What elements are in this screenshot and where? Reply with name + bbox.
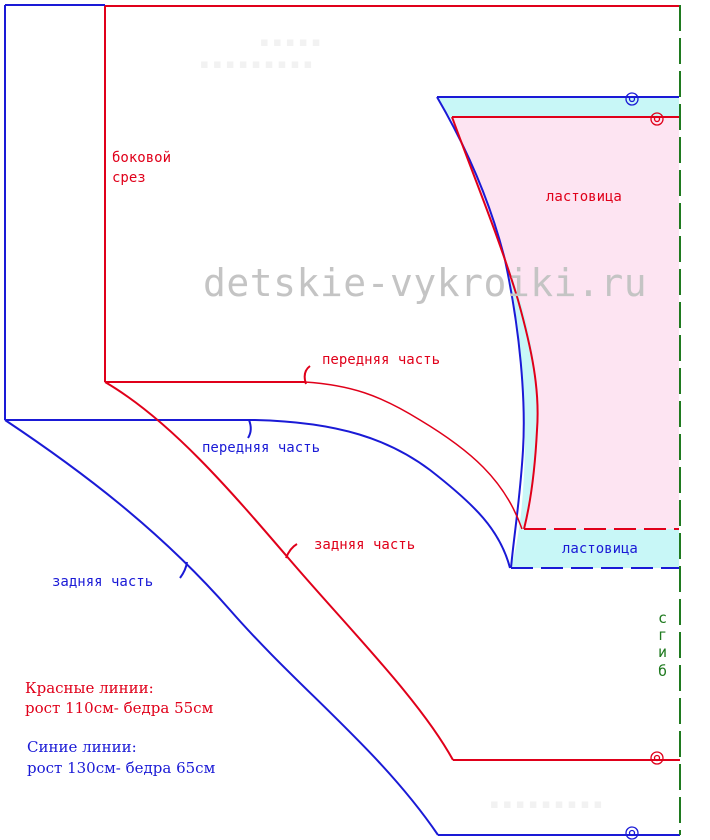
label-back-part-blue: задняя часть (52, 574, 153, 590)
faint-note-bottom: ▪ ▪ ▪ ▪ ▪ ▪ ▪ ▪ ▪ (490, 797, 602, 812)
blue-size-outline (4, 4, 680, 836)
blue-back-curve (4, 419, 439, 836)
gusset-red-fill (452, 117, 679, 529)
fold-letter-1: с (658, 609, 667, 627)
fold-letter-4: б (658, 662, 667, 680)
double-circle-icon (625, 92, 639, 106)
blue-gusset-side (436, 96, 525, 569)
red-size-outline (104, 5, 680, 761)
red-front-notch (303, 365, 311, 385)
legend-blue-size: рост 130см- бедра 65см (27, 759, 216, 777)
double-circle-icon (625, 826, 639, 840)
label-front-part-blue: передняя часть (202, 440, 320, 456)
label-gusset-red: ластовица (546, 189, 622, 205)
faint-note-top: ▪ ▪ ▪ ▪ ▪ ▪ ▪ ▪ ▪ (200, 57, 312, 72)
fold-letter-2: г (658, 626, 667, 644)
label-side-seam-line2: срез (112, 170, 146, 186)
watermark: detskie-vykroiki.ru (203, 261, 647, 305)
blue-front-crotch-curve (254, 419, 511, 569)
double-circle-icon (650, 751, 664, 765)
blue-back-notch (179, 561, 188, 579)
red-gusset-side (451, 116, 539, 530)
legend-red-size: рост 110см- бедра 55см (25, 699, 214, 717)
red-back-notch (285, 543, 298, 559)
red-front-crotch-curve (304, 381, 523, 530)
label-back-part-red: задняя часть (314, 537, 415, 553)
label-gusset-blue: ластовица (562, 541, 638, 557)
label-side-seam-line1: боковой (112, 150, 171, 166)
blue-front-notch (247, 419, 252, 439)
fold-letter-3: и (658, 643, 667, 661)
faint-note-top-small: ▪ ▪ ▪ ▪ ▪ (260, 35, 321, 50)
legend-red-title: Красные линии: (25, 679, 154, 697)
red-back-curve (104, 381, 454, 761)
legend-blue-title: Синие линии: (27, 738, 137, 756)
label-front-part-red: передняя часть (322, 352, 440, 368)
double-circle-icon (650, 112, 664, 126)
